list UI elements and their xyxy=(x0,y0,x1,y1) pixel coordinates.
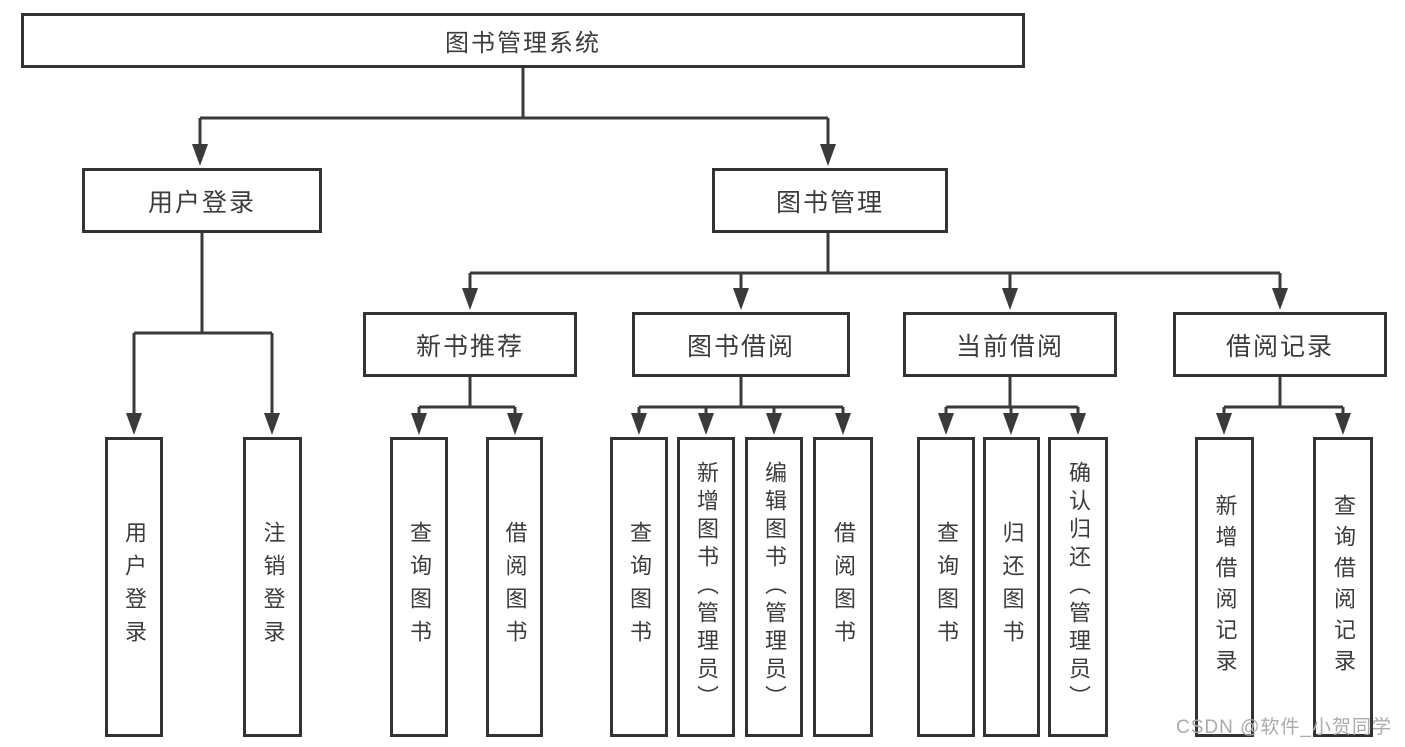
node-book-borrowing: 图书借阅 xyxy=(632,312,850,377)
node-current-borrowing-label: 当前借阅 xyxy=(955,332,1064,361)
leaf-borrow-books-1: 借阅图书 xyxy=(486,437,543,737)
leaf-edit-books-admin: 编辑图书（管理员） xyxy=(745,437,803,737)
leaf-confirm-return-admin-label: 确认归还（管理员） xyxy=(1066,461,1091,713)
leaf-edit-books-admin-label: 编辑图书（管理员） xyxy=(762,461,787,713)
leaf-query-books-1-label: 查询图书 xyxy=(407,521,432,653)
leaf-query-books-1: 查询图书 xyxy=(390,437,448,737)
leaf-add-books-admin: 新增图书（管理员） xyxy=(677,437,735,737)
leaf-query-books-2-label: 查询图书 xyxy=(627,521,652,653)
node-book-management: 图书管理 xyxy=(712,168,948,233)
node-root-system: 图书管理系统 xyxy=(21,13,1025,68)
csdn-watermark: CSDN @软件_小贺同学 xyxy=(1176,717,1392,738)
leaf-query-books-3: 查询图书 xyxy=(917,437,975,737)
leaf-logout: 注销登录 xyxy=(243,437,302,737)
leaf-add-books-admin-label: 新增图书（管理员） xyxy=(694,461,719,713)
leaf-query-books-2: 查询图书 xyxy=(610,437,668,737)
leaf-query-borrow-record: 查询借阅记录 xyxy=(1313,437,1373,737)
node-new-book-recommend-label: 新书推荐 xyxy=(415,332,524,361)
leaf-add-borrow-record-label: 新增借阅记录 xyxy=(1212,494,1238,680)
node-borrowing-records-label: 借阅记录 xyxy=(1225,332,1334,361)
leaf-add-borrow-record: 新增借阅记录 xyxy=(1195,437,1254,737)
node-book-management-label: 图书管理 xyxy=(775,188,884,217)
leaf-borrow-books-1-label: 借阅图书 xyxy=(502,521,528,653)
node-book-borrowing-label: 图书借阅 xyxy=(686,332,795,361)
leaf-borrow-books-2-label: 借阅图书 xyxy=(831,521,856,653)
node-user-login-label: 用户登录 xyxy=(147,188,256,217)
leaf-return-books: 归还图书 xyxy=(983,437,1040,737)
leaf-return-books-label: 归还图书 xyxy=(999,521,1025,653)
leaf-query-borrow-record-label: 查询借阅记录 xyxy=(1331,494,1356,680)
leaf-user-login: 用户登录 xyxy=(105,437,163,737)
leaf-borrow-books-2: 借阅图书 xyxy=(813,437,873,737)
node-borrowing-records: 借阅记录 xyxy=(1173,312,1387,377)
leaf-user-login-label: 用户登录 xyxy=(122,521,147,653)
node-current-borrowing: 当前借阅 xyxy=(903,312,1117,377)
node-user-login: 用户登录 xyxy=(82,168,322,233)
leaf-confirm-return-admin: 确认归还（管理员） xyxy=(1048,437,1108,737)
leaf-logout-label: 注销登录 xyxy=(260,521,286,653)
node-root-label: 图书管理系统 xyxy=(445,30,601,57)
leaf-query-books-3-label: 查询图书 xyxy=(934,521,959,653)
node-new-book-recommend: 新书推荐 xyxy=(363,312,577,377)
